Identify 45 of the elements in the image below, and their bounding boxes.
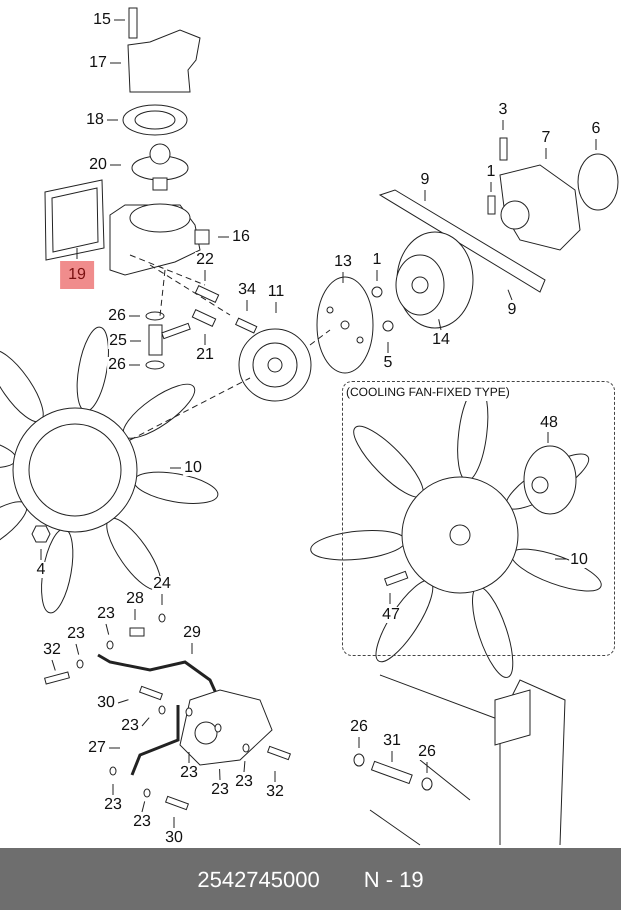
callout-number: 10 <box>569 552 589 568</box>
leader-line <box>358 736 360 748</box>
leader-line <box>490 182 492 192</box>
leader-line <box>106 624 110 636</box>
leader-line <box>204 270 206 282</box>
leader-line <box>110 164 122 166</box>
leader-line <box>508 289 512 300</box>
leader-line <box>118 699 129 704</box>
leader-line <box>142 800 146 812</box>
leader-line <box>218 236 230 238</box>
leader-line <box>502 120 504 130</box>
leader-line <box>142 717 150 726</box>
footer-text: N - 19 <box>364 866 424 894</box>
leader-line <box>246 300 248 312</box>
leader-line <box>130 340 142 342</box>
callout-number: 19 <box>60 261 94 289</box>
leader-line <box>40 548 42 560</box>
callout-number: 4 <box>36 562 46 578</box>
leader-line <box>342 272 344 284</box>
leader-line <box>134 608 136 620</box>
callout-number: 25 <box>108 333 128 349</box>
leader-line <box>554 558 566 560</box>
leader-line <box>76 248 78 260</box>
callout-number: 10 <box>183 460 203 476</box>
leader-line <box>52 660 56 671</box>
leader-line <box>376 270 378 282</box>
leader-line <box>274 770 276 782</box>
footer-text: 2542745000 <box>197 866 320 894</box>
leader-line <box>438 318 442 330</box>
callout-number: 24 <box>152 576 172 592</box>
leader-line <box>426 762 428 774</box>
leader-line <box>110 62 122 64</box>
leader-line <box>128 364 140 366</box>
leader-line <box>112 784 114 796</box>
leader-line <box>188 752 190 764</box>
callout-number: 26 <box>417 744 437 760</box>
leader-line <box>76 644 80 656</box>
leader-line <box>424 190 426 202</box>
group-heading: (COOLING FAN-FIXED TYPE) <box>346 383 510 401</box>
callout-number: 26 <box>107 357 127 373</box>
dashed-group-frame <box>342 381 615 656</box>
leader-line <box>244 760 246 772</box>
leader-line <box>219 768 220 780</box>
leader-line <box>204 334 206 346</box>
callout-number: 47 <box>381 607 401 623</box>
